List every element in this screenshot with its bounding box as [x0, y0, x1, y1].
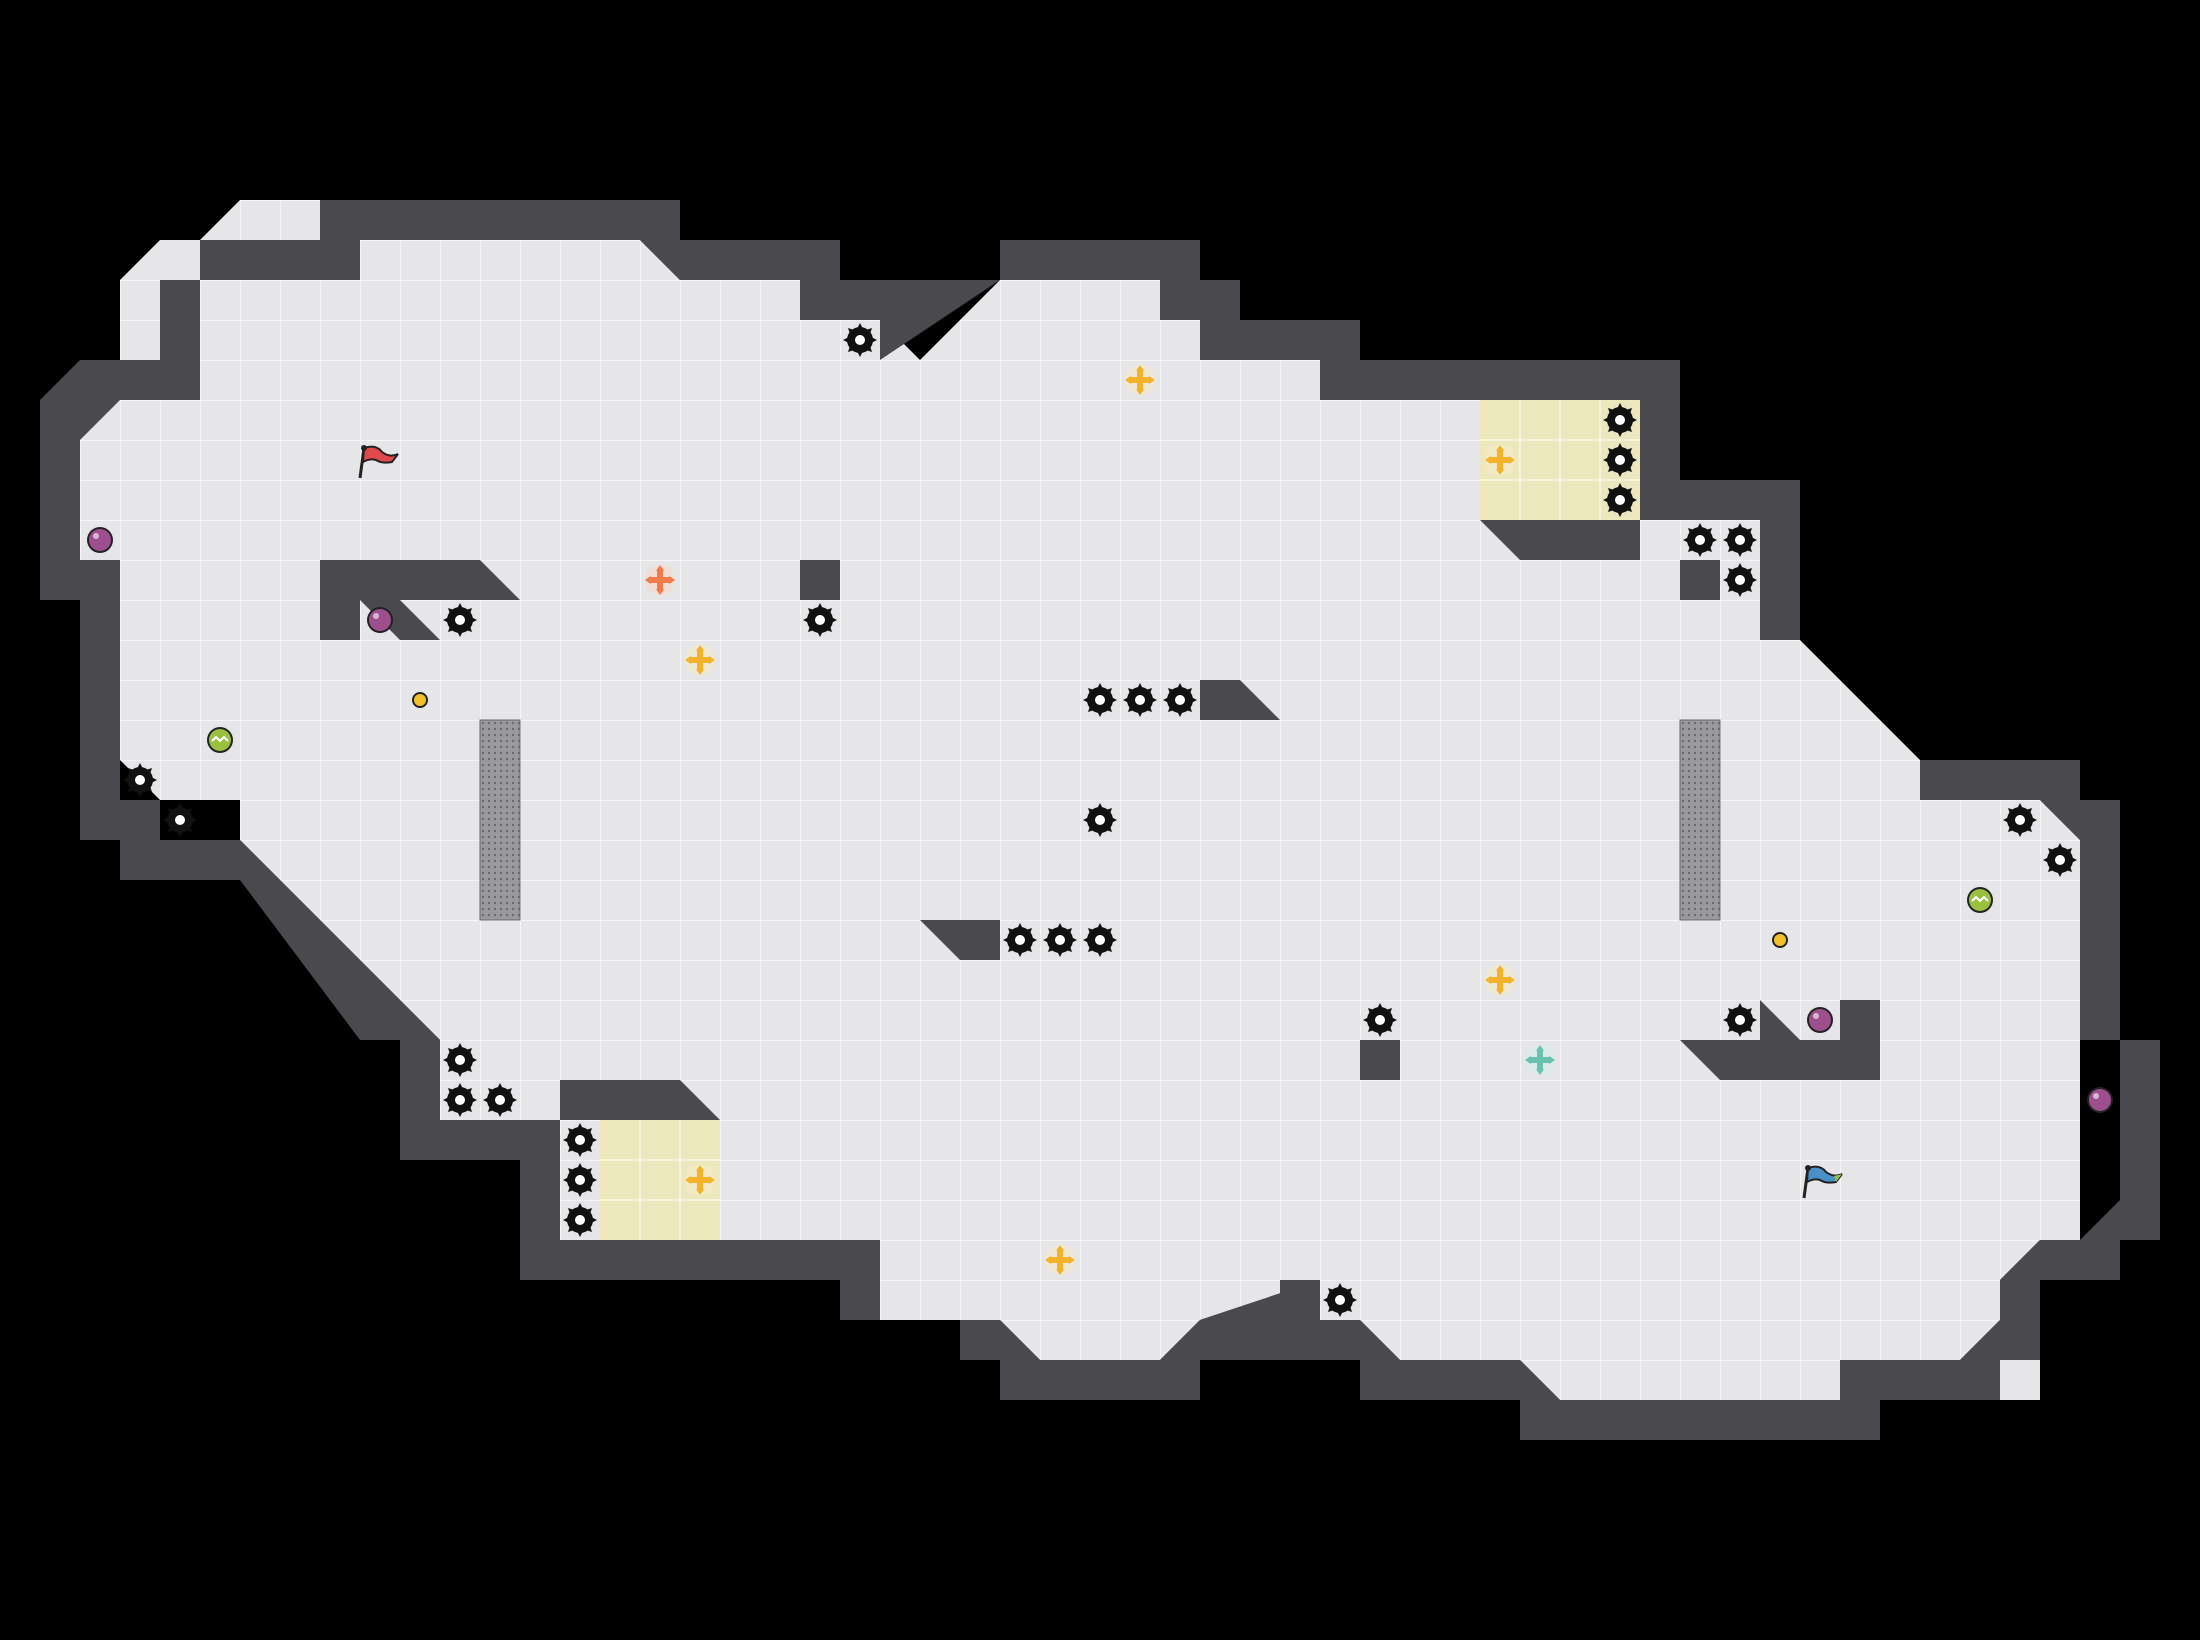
- speed-pad-icon: [1966, 886, 1994, 914]
- spike-mine-icon: [1723, 523, 1757, 557]
- boost-pad-icon: [645, 565, 675, 595]
- spike-mine-icon: [1003, 923, 1037, 957]
- gate-right: [1679, 719, 1721, 921]
- inner-wall: [1280, 1280, 1320, 1320]
- spike-mine-icon: [443, 603, 477, 637]
- bomb-icon: [2087, 1087, 2113, 1113]
- spike-mine-icon: [123, 763, 157, 797]
- inner-wall: [1200, 680, 1280, 720]
- spike-mine-icon: [1323, 1283, 1357, 1317]
- boost-pad-icon: [685, 1165, 715, 1195]
- boost-pad-icon: [1125, 365, 1155, 395]
- inner-wall: [1680, 1000, 1880, 1080]
- boost-pad-icon: [1485, 965, 1515, 995]
- inner-wall: [1480, 520, 1640, 560]
- spike-mine-icon: [563, 1163, 597, 1197]
- spike-mine-icon: [1723, 563, 1757, 597]
- inner-wall: [320, 560, 520, 640]
- boost-pads: [645, 365, 1555, 1275]
- wall-pocket: [160, 240, 200, 280]
- wall-pocket: [2000, 1360, 2040, 1400]
- spike-mine-icon: [1603, 403, 1637, 437]
- boost-pad-icon: [1485, 445, 1515, 475]
- spike-mine-icon: [163, 803, 197, 837]
- spike-mine-icon: [2043, 843, 2077, 877]
- spike-mine-icon: [2003, 803, 2037, 837]
- spike-mine-icon: [483, 1083, 517, 1117]
- spike-mine-icon: [563, 1123, 597, 1157]
- inner-wall: [1360, 1040, 1400, 1080]
- inner-wall: [800, 560, 840, 600]
- coin-icon: [1772, 932, 1788, 948]
- spike-mine-icon: [1083, 683, 1117, 717]
- speed-pad-icon: [206, 726, 234, 754]
- boost-pad-icon: [685, 645, 715, 675]
- boost-pad-icon: [1045, 1245, 1075, 1275]
- bomb-icon: [87, 527, 113, 553]
- spike-mine-icon: [1083, 923, 1117, 957]
- spike-mine-icon: [563, 1203, 597, 1237]
- gate-left: [479, 719, 521, 921]
- spike-mine-icon: [1363, 1003, 1397, 1037]
- bomb-icon: [367, 607, 393, 633]
- spike-mine-icon: [1163, 683, 1197, 717]
- spike-mine-icon: [1043, 923, 1077, 957]
- spike-mine-icon: [1723, 1003, 1757, 1037]
- spike-mine-icon: [1603, 483, 1637, 517]
- boost-pad-icon: [1525, 1045, 1555, 1075]
- spike-mine-icon: [1123, 683, 1157, 717]
- inner-wall: [920, 920, 1000, 960]
- bomb-icon: [1807, 1007, 1833, 1033]
- spike-mine-icon: [843, 323, 877, 357]
- inner-wall: [560, 1080, 720, 1120]
- coin-icon: [412, 692, 428, 708]
- spike-mine-icon: [1603, 443, 1637, 477]
- spike-mine-icon: [1683, 523, 1717, 557]
- inner-wall: [880, 280, 920, 360]
- spike-mine-icon: [1083, 803, 1117, 837]
- blue-flag-icon: [1802, 1165, 1843, 1199]
- red-flag-icon: [358, 445, 399, 479]
- spike-mine-icon: [803, 603, 837, 637]
- spike-mine-icon: [443, 1083, 477, 1117]
- spike-mine-icon: [443, 1043, 477, 1077]
- arena-floor: [80, 200, 2080, 1400]
